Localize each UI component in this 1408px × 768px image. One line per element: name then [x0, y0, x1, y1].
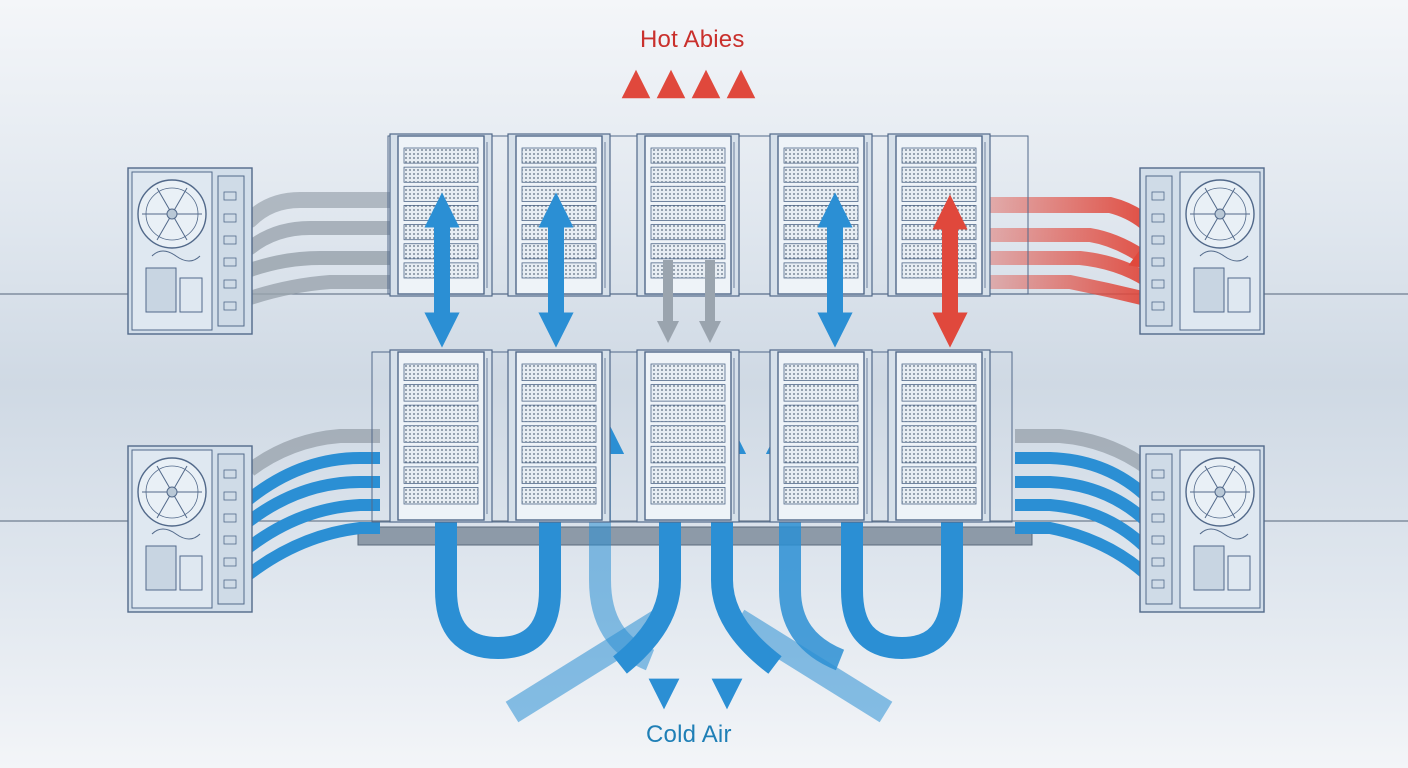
rack-shelf	[521, 487, 597, 505]
rack-shelf	[650, 363, 726, 381]
cold-diagonal-left	[505, 609, 667, 723]
rack-shelf	[403, 147, 479, 164]
fan-icon	[137, 179, 207, 249]
cold-u-right	[841, 405, 977, 660]
rack-shelf	[783, 363, 859, 381]
cooling-units	[127, 167, 1265, 613]
rack-shelf	[650, 487, 726, 505]
cooling-unit	[127, 445, 253, 613]
left-upper-ducts	[242, 192, 408, 305]
rack-shelf	[650, 445, 726, 464]
cold-floor-airflow	[435, 405, 977, 723]
cooling-unit	[1139, 445, 1265, 613]
server-rack	[636, 133, 740, 297]
rack-shelf	[783, 466, 859, 484]
server-rack	[507, 349, 611, 523]
server-rack	[769, 349, 873, 523]
rack-shelf	[403, 363, 479, 381]
rack-shelf	[783, 185, 859, 202]
rack-shelf	[901, 425, 977, 443]
fan-icon	[1185, 457, 1255, 527]
cold-diagonal-right	[731, 609, 893, 723]
rack-shelf	[783, 205, 859, 221]
right-upper-ducts	[980, 197, 1163, 307]
left-lower-ducts	[244, 429, 380, 580]
rack-shelf	[901, 404, 977, 423]
rack-shelf	[650, 404, 726, 423]
server-rack	[389, 349, 493, 523]
cooling-unit	[1139, 167, 1265, 335]
cold-u-center	[613, 405, 695, 674]
rack-shelf	[901, 185, 977, 202]
rack-shelf	[783, 147, 859, 164]
rack-shelf	[901, 445, 977, 464]
rack-shelf	[901, 224, 977, 241]
rack-shelf	[901, 205, 977, 221]
rack-shelf	[783, 384, 859, 402]
cold-air-label: Cold Air	[646, 721, 732, 748]
rack-shelf	[521, 166, 597, 183]
hot-exhaust-arrows	[621, 69, 756, 230]
rack-shelf	[783, 262, 859, 279]
rack-shelf	[521, 363, 597, 381]
rack-shelf	[650, 224, 726, 241]
rack-shelf	[901, 262, 977, 279]
rack-shelf	[521, 185, 597, 202]
server-rack	[887, 349, 991, 523]
cold-u-center-right	[697, 405, 782, 674]
rack-shelf	[403, 384, 479, 402]
rack-shelf	[521, 404, 597, 423]
rack-shelf	[901, 166, 977, 183]
rack-shelf	[783, 445, 859, 464]
rack-shelf	[783, 166, 859, 183]
rack-shelf	[650, 166, 726, 183]
rack-shelf	[783, 224, 859, 241]
rack-shelf	[403, 466, 479, 484]
rack-shelf	[403, 404, 479, 423]
rack-shelf	[783, 404, 859, 423]
rack-shelf	[901, 487, 977, 505]
rack-shelf	[521, 147, 597, 164]
rack-shelf	[901, 466, 977, 484]
rack-shelf	[901, 363, 977, 381]
rack-shelf	[521, 466, 597, 484]
rack-shelf	[901, 243, 977, 260]
right-lower-ducts	[1015, 429, 1155, 583]
rack-shelf	[650, 185, 726, 202]
rack-shelf	[403, 487, 479, 505]
server-rack	[769, 133, 873, 297]
rack-shelf	[901, 384, 977, 402]
rack-shelf	[650, 205, 726, 221]
rack-shelf	[650, 384, 726, 402]
rack-shelf	[783, 425, 859, 443]
fan-icon	[1185, 179, 1255, 249]
rack-shelf	[521, 425, 597, 443]
rack-plinth	[357, 526, 1033, 546]
rack-shelf	[403, 185, 479, 202]
rack-shelf	[783, 243, 859, 260]
rack-shelf	[403, 445, 479, 464]
cooling-unit	[127, 167, 253, 335]
rack-shelf	[521, 445, 597, 464]
rack-shelf	[521, 384, 597, 402]
server-rack	[636, 349, 740, 523]
cold-u-left	[435, 405, 575, 660]
fan-icon	[137, 457, 207, 527]
rack-shelf	[650, 466, 726, 484]
server-rack	[887, 133, 991, 297]
rack-shelf	[650, 243, 726, 260]
between-row-arrows	[424, 192, 968, 348]
rack-shelf	[650, 425, 726, 443]
hot-air-label: Hot Abies	[640, 26, 745, 53]
rack-shelf	[650, 147, 726, 164]
cold-u-right-a	[765, 405, 845, 671]
rack-shelf	[403, 425, 479, 443]
rack-shelf	[783, 487, 859, 505]
rack-shelf	[901, 147, 977, 164]
rack-shelf	[403, 166, 479, 183]
